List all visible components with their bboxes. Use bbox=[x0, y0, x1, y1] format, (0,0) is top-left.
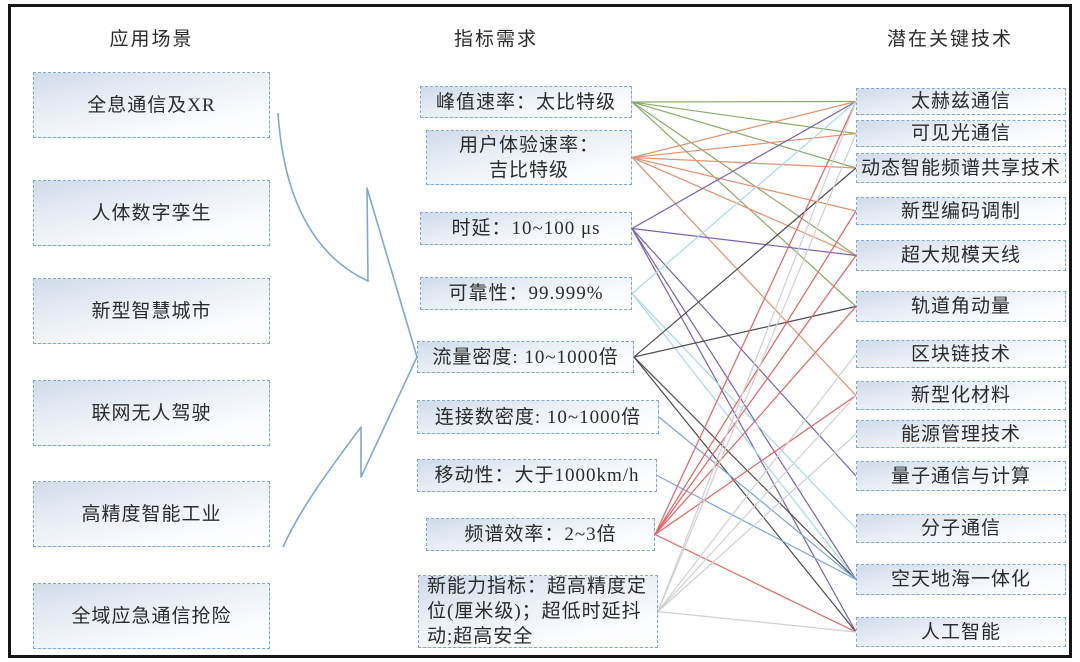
connection-line bbox=[631, 157, 857, 396]
requirement-box-8: 新能力指标：超高精度定位(厘米级)；超低时延抖动;超高安全 bbox=[418, 575, 658, 648]
requirement-box-7: 频谱效率：2~3倍 bbox=[426, 518, 655, 551]
scenario-box-0: 全息通信及XR bbox=[33, 72, 270, 138]
connection-line bbox=[631, 101, 857, 294]
connection-line bbox=[654, 395, 857, 535]
connection-line bbox=[657, 101, 857, 612]
header-potential-key-technologies: 潜在关键技术 bbox=[886, 29, 1013, 50]
header-application-scenarios: 应用场景 bbox=[109, 29, 194, 50]
connection-line bbox=[631, 101, 857, 256]
technology-box-2: 动态智能频谱共享技术 bbox=[856, 153, 1066, 183]
requirement-box-6: 移动性：大于1000km/h bbox=[417, 459, 657, 492]
connection-line bbox=[631, 100, 857, 230]
scenario-box-1: 人体数字孪生 bbox=[33, 180, 270, 246]
technology-box-12: 人工智能 bbox=[856, 617, 1066, 647]
scenario-box-2: 新型智慧城市 bbox=[33, 278, 270, 344]
scenario-box-5: 全域应急通信抢险 bbox=[33, 583, 270, 649]
requirement-box-1: 用户体验速率： 吉比特级 bbox=[426, 130, 632, 185]
connection-line bbox=[657, 353, 857, 612]
connection-line bbox=[633, 356, 857, 633]
connection-line bbox=[657, 433, 857, 612]
connection-lines bbox=[631, 100, 857, 633]
requirement-box-3: 可靠性：99.999% bbox=[420, 277, 632, 310]
connection-line bbox=[631, 228, 857, 633]
connection-line bbox=[657, 133, 857, 612]
technology-box-9: 量子通信与计算 bbox=[856, 461, 1066, 491]
connection-line bbox=[631, 100, 857, 159]
requirement-box-2: 时延：10~100 μs bbox=[420, 212, 632, 245]
connection-line bbox=[631, 100, 857, 103]
connection-line bbox=[631, 101, 857, 135]
scenario-box-4: 高精度智能工业 bbox=[33, 481, 270, 547]
technology-box-7: 新型化材料 bbox=[856, 381, 1066, 410]
technology-box-8: 能源管理技术 bbox=[856, 420, 1066, 448]
technology-box-5: 轨道角动量 bbox=[856, 291, 1066, 322]
technology-box-1: 可见光通信 bbox=[856, 120, 1066, 147]
connection-line bbox=[654, 255, 857, 535]
requirement-box-5: 连接数密度: 10~1000倍 bbox=[417, 400, 659, 434]
technology-box-11: 空天地海一体化 bbox=[856, 564, 1066, 595]
merge-arrow-shape bbox=[277, 112, 418, 548]
technology-box-0: 太赫兹通信 bbox=[856, 88, 1066, 115]
scenario-box-3: 联网无人驾驶 bbox=[33, 380, 270, 446]
connection-line bbox=[654, 306, 857, 535]
connection-line bbox=[631, 156, 857, 169]
connection-line bbox=[657, 610, 857, 633]
connection-line bbox=[657, 395, 857, 612]
connection-line bbox=[633, 356, 857, 580]
connection-line bbox=[654, 101, 857, 535]
connection-line bbox=[658, 416, 857, 580]
connection-line bbox=[631, 228, 857, 477]
connection-line bbox=[633, 167, 857, 358]
requirement-box-0: 峰值速率：太比特级 bbox=[420, 86, 632, 118]
connection-line bbox=[631, 227, 857, 257]
connection-line bbox=[654, 533, 857, 633]
connection-line bbox=[631, 101, 857, 307]
requirement-box-4: 流量密度: 10~1000倍 bbox=[417, 341, 634, 373]
header-indicator-requirements: 指标需求 bbox=[453, 29, 538, 50]
connection-line bbox=[631, 132, 857, 159]
connection-line bbox=[631, 156, 857, 212]
technology-box-10: 分子通信 bbox=[856, 514, 1066, 543]
connection-line bbox=[633, 305, 857, 358]
connection-line bbox=[631, 101, 857, 169]
technology-box-3: 新型编码调制 bbox=[856, 197, 1066, 225]
connection-line bbox=[656, 474, 857, 581]
technology-box-4: 超大规模天线 bbox=[856, 240, 1066, 271]
connection-line bbox=[654, 210, 857, 535]
connection-line bbox=[631, 156, 857, 257]
technology-box-6: 区块链技术 bbox=[856, 340, 1066, 368]
connection-line bbox=[631, 293, 857, 580]
